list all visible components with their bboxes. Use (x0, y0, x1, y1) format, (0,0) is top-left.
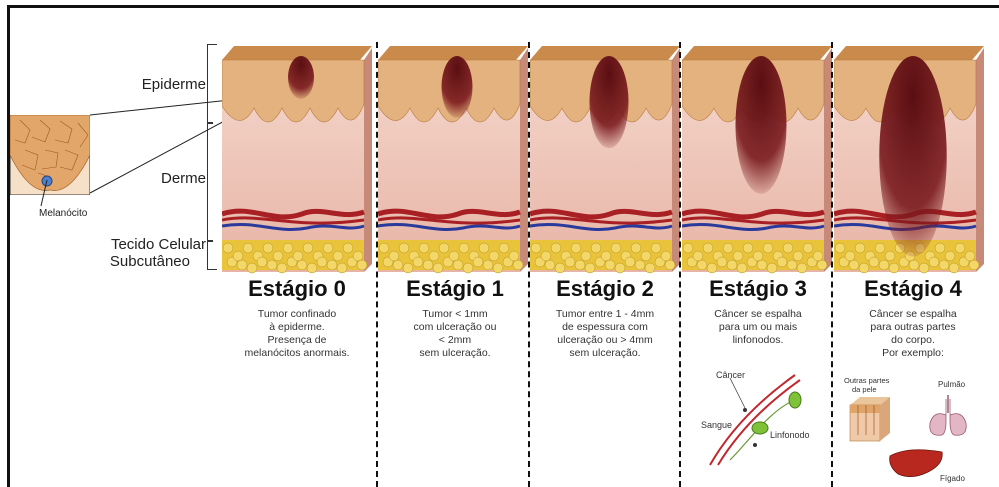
stage4-label-figado: Fígado (940, 474, 965, 483)
stage3-label-cancer: Câncer (716, 370, 745, 380)
label-subcutaneo-2: Subcutâneo (70, 253, 190, 270)
stage-4-skin-block (834, 44, 984, 276)
stage-2-desc: Tumor entre 1 - 4mm de espessura com ulc… (530, 308, 680, 360)
stage3-label-linfonodo: Linfonodo (770, 430, 810, 440)
label-epiderme: Epiderme (118, 76, 206, 93)
stage-1-desc: Tumor < 1mm com ulceração ou < 2mm sem u… (380, 308, 530, 360)
stage-divider-3 (679, 42, 681, 487)
stage-divider-1 (376, 42, 378, 487)
stage-3-tumor (736, 56, 787, 194)
melanocito-pointer (35, 178, 55, 210)
stage-0-tumor (288, 56, 314, 99)
lung-icon (924, 395, 972, 439)
bracket-tick-2 (207, 240, 213, 242)
skin-organ-icon (844, 395, 892, 445)
stage4-label-skin-2: da pele (852, 385, 877, 394)
stage-divider-2 (528, 42, 530, 487)
stage-1-tumor (442, 56, 473, 118)
stage-divider-4 (831, 42, 833, 487)
stage4-label-skin-1: Outras partes (844, 376, 889, 385)
stage-0-title: Estágio 0 (222, 276, 372, 302)
stage-1-title: Estágio 1 (380, 276, 530, 302)
stage-2-skin-block (530, 44, 680, 276)
stage-4-tumor (879, 56, 947, 257)
stage-0-desc: Tumor confinado à epiderme. Presença de … (222, 308, 372, 360)
stage-1-skin-block (378, 44, 528, 276)
stage-3-title: Estágio 3 (683, 276, 833, 302)
stage-4-title: Estágio 4 (838, 276, 988, 302)
stage4-label-pulmao: Pulmão (938, 380, 965, 389)
stage-2-tumor (590, 56, 629, 148)
stage-2-title: Estágio 2 (530, 276, 680, 302)
label-melanocito: Melanócito (39, 208, 87, 219)
label-subcutaneo-1: Tecido Celular (70, 236, 206, 253)
stage-0-skin-block (222, 44, 372, 276)
stage-3-skin-block (682, 44, 832, 276)
stage3-label-sangue: Sangue (701, 420, 732, 430)
liver-icon (888, 446, 946, 482)
stage-4-desc: Câncer se espalha para outras partes do … (838, 308, 988, 360)
stage-3-desc: Câncer se espalha para um ou mais linfon… (683, 308, 833, 347)
